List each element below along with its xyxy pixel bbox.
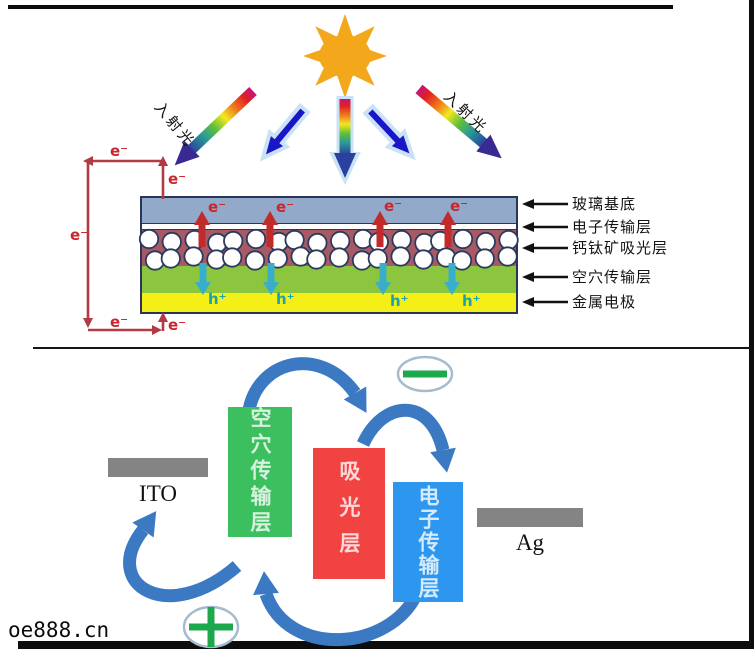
- frame-bottom-line: [18, 641, 754, 649]
- layer-pointer-lines: [533, 202, 568, 304]
- metal-electrode-layer: [142, 293, 516, 312]
- incident-light-label-right: 入射光: [440, 87, 492, 138]
- rainbow-arrow-center: [329, 96, 361, 185]
- ito-electrode-bar: [108, 458, 208, 477]
- hole-transport-layer: [142, 266, 516, 293]
- hole-label: h⁺: [208, 290, 227, 308]
- arc-absorber-to-etl: [357, 403, 450, 452]
- label-perovskite-absorber: 钙钛矿吸光层: [572, 239, 669, 257]
- circuit-electron-label: e⁻: [168, 170, 187, 188]
- hole-transport-box-label: 空穴传输层: [248, 407, 272, 537]
- hole-transport-box: 空穴传输层: [228, 407, 292, 537]
- electron-label: e⁻: [450, 197, 469, 215]
- circuit-electron-label: e⁻: [110, 313, 129, 331]
- electron-label: e⁻: [384, 197, 403, 215]
- electron-label: e⁻: [276, 198, 295, 216]
- sun-icon: [303, 14, 387, 98]
- blue-arrow-right: [362, 103, 416, 161]
- label-metal-electrode: 金属电极: [572, 293, 637, 311]
- absorber-box-label: 吸光层: [337, 459, 361, 568]
- hole-label: h⁺: [462, 292, 481, 310]
- hole-label: h⁺: [276, 290, 295, 308]
- electron-transport-layer: [142, 223, 516, 230]
- circuit-electron-label: e⁻: [168, 316, 187, 334]
- ito-label: ITO: [139, 481, 177, 506]
- section-divider-line: [33, 347, 751, 349]
- label-hole-transport: 空穴传输层: [572, 268, 653, 286]
- absorber-box: 吸光层: [313, 448, 385, 579]
- ag-electrode-bar: [477, 508, 583, 527]
- incident-light-label-left: 入射光: [150, 98, 200, 152]
- perovskite-absorber-layer: [142, 230, 516, 266]
- arc-to-ito: [123, 526, 242, 602]
- hole-label: h⁺: [390, 292, 409, 310]
- ag-label: Ag: [515, 530, 545, 555]
- circuit-electron-label: e⁻: [110, 142, 129, 160]
- electron-transport-box-label: 电子传输层: [416, 484, 440, 600]
- label-glass-substrate: 玻璃基底: [572, 195, 637, 213]
- blue-arrow-left: [259, 102, 311, 162]
- frame-right-line: [749, 0, 754, 649]
- circuit-electron-label: e⁻: [70, 226, 89, 244]
- electron-label: e⁻: [208, 198, 227, 216]
- watermark-text: oe888.cn: [8, 618, 110, 642]
- frame-top-line: [8, 5, 673, 9]
- layer-pointer-heads: [522, 199, 534, 307]
- label-electron-transport: 电子传输层: [572, 218, 653, 236]
- electron-transport-box: 电子传输层: [393, 482, 463, 602]
- minus-icon: [396, 355, 454, 393]
